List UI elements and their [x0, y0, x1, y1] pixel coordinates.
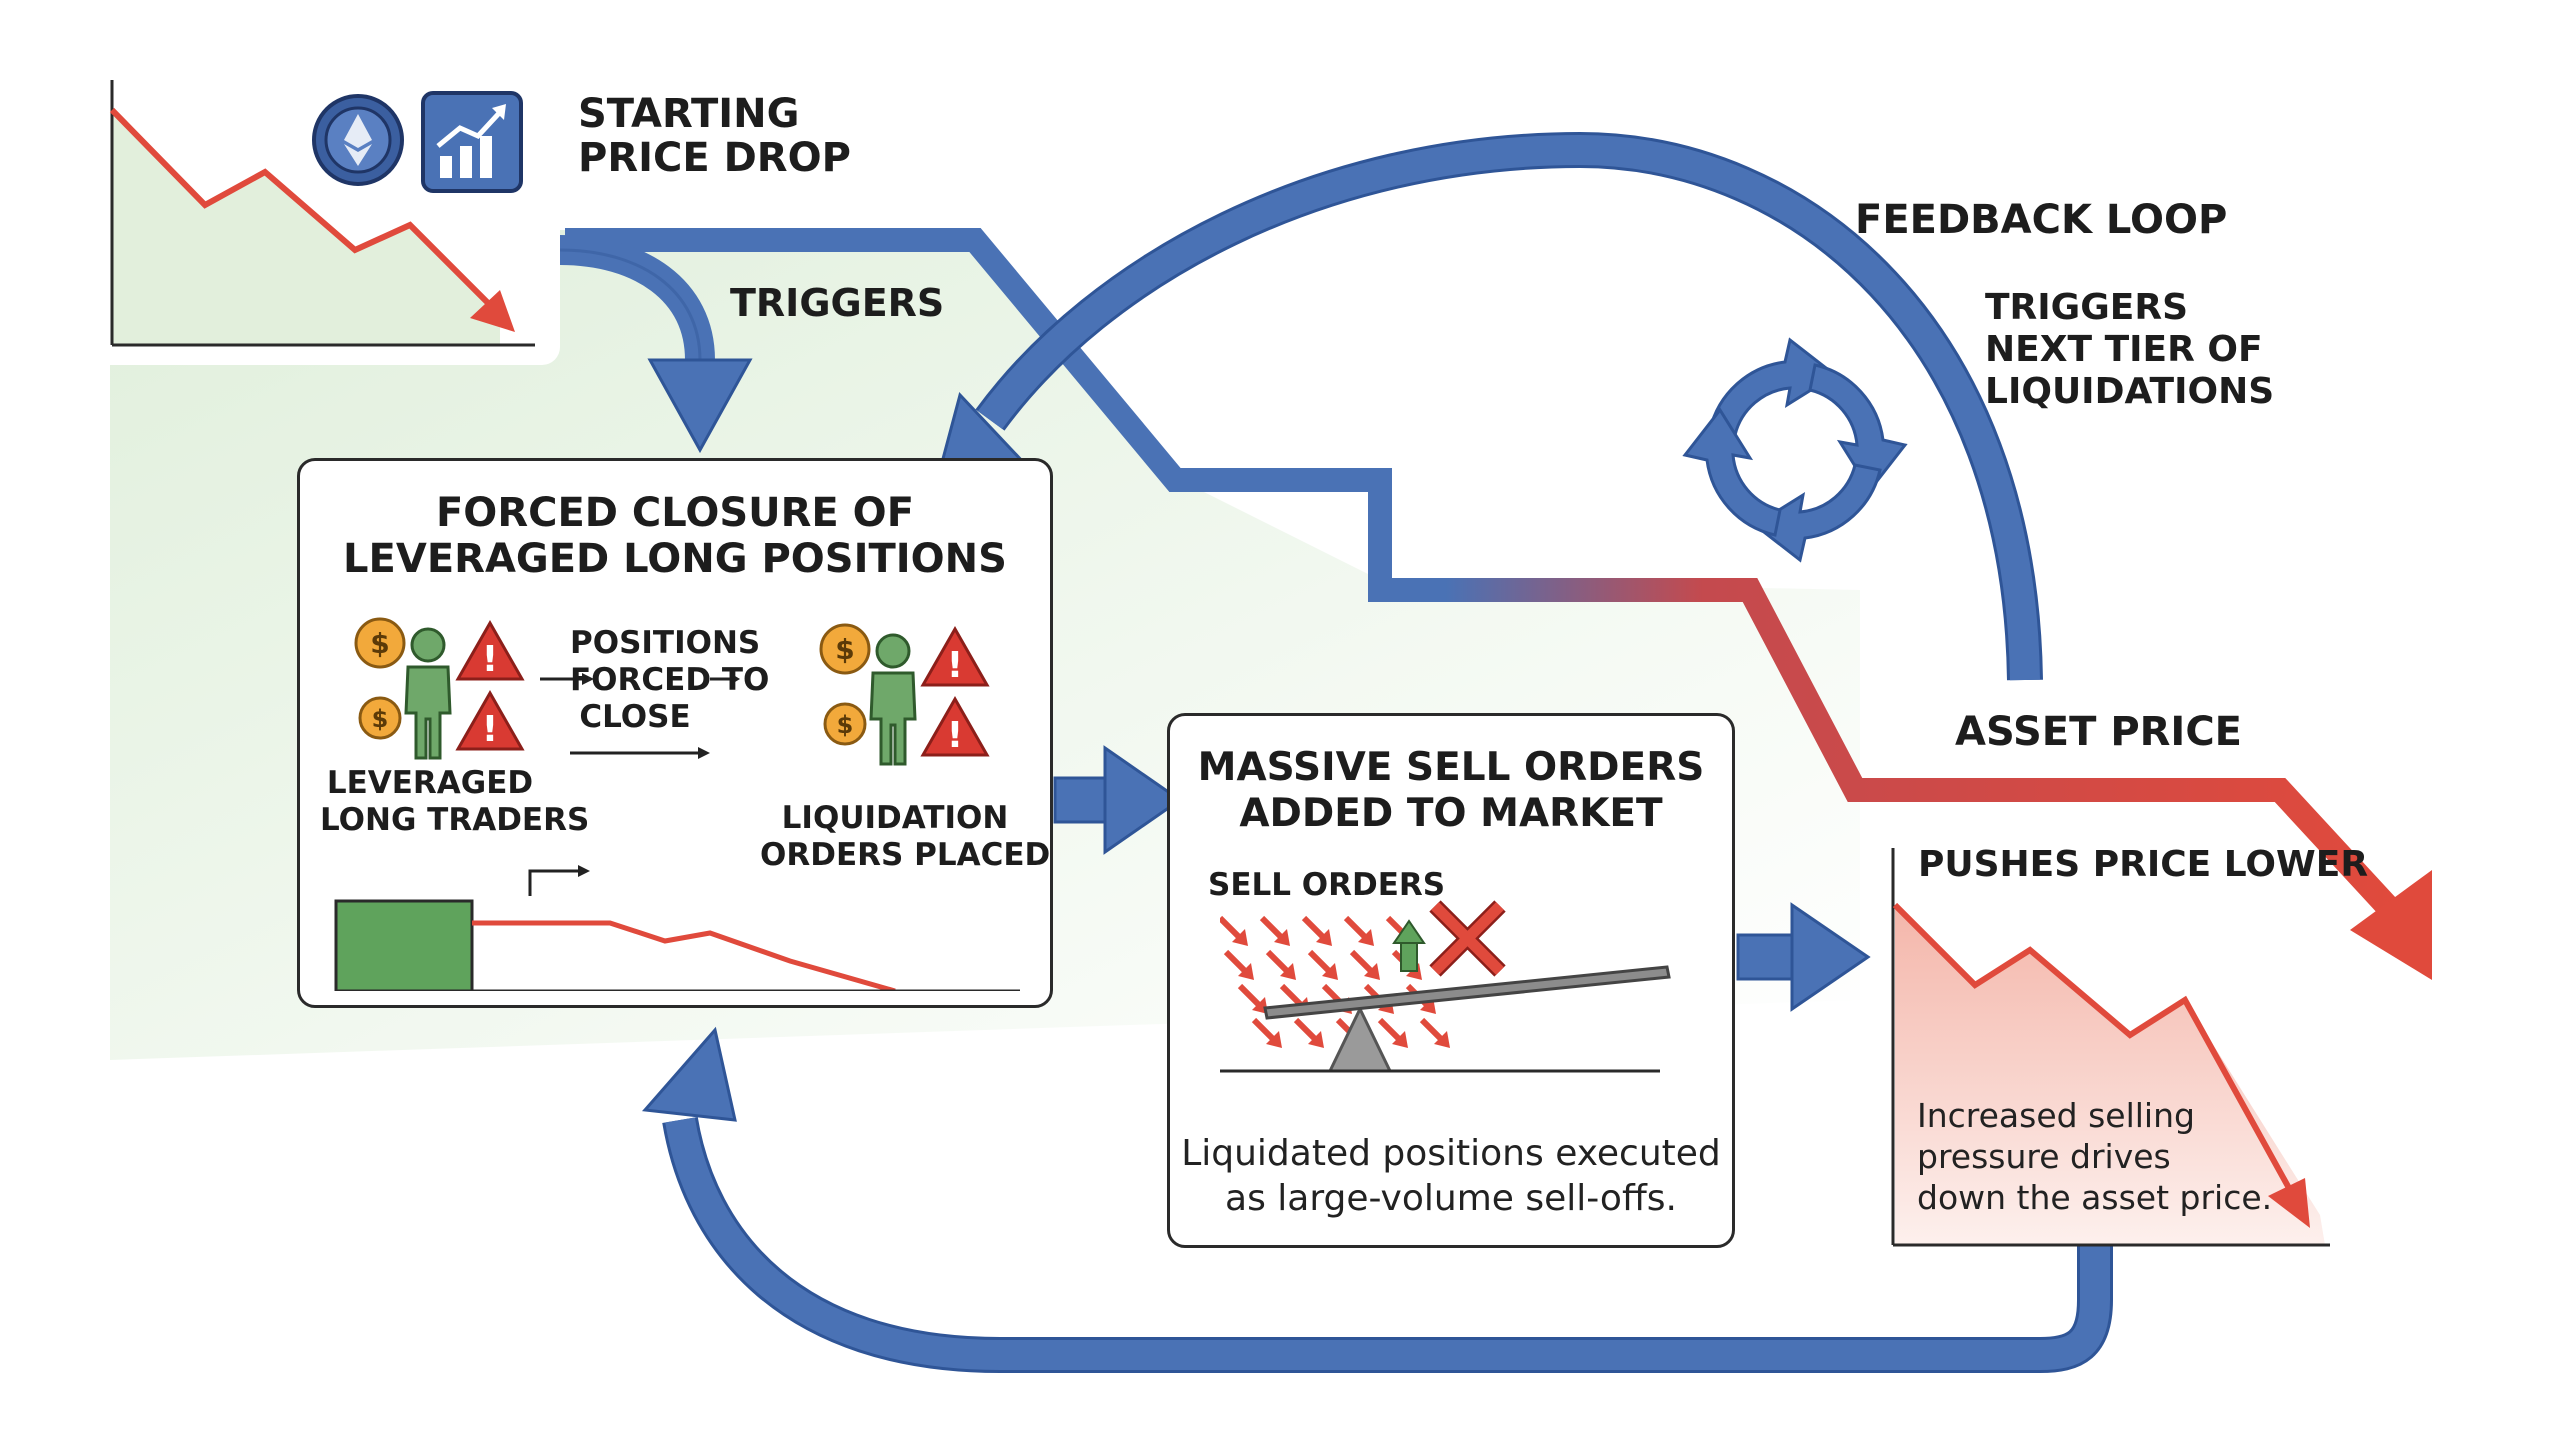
pushes-text-line3: down the asset price. [1917, 1178, 2273, 1217]
feedback-line2: NEXT TIER OF [1985, 329, 2263, 370]
pushes-text-line2: pressure drives [1917, 1137, 2171, 1176]
asset-price-arrowhead [2350, 870, 2432, 980]
cycle-icon [1682, 337, 1908, 563]
sell-arrow-icon [1419, 1017, 1450, 1048]
pushes-text-line1: Increased selling [1917, 1096, 2195, 1135]
svg-text:$: $ [835, 633, 854, 666]
sell-caption-line1: Liquidated positions executed [1181, 1133, 1721, 1174]
sell-arrow-icon [1307, 949, 1338, 980]
asset-price-line [565, 228, 2409, 929]
sell-arrow-icon [1377, 1017, 1408, 1048]
leveraged-traders-line1: LEVERAGED [326, 765, 534, 801]
sell-orders-label: SELL ORDERS [1208, 867, 1446, 903]
sell-arrow-icon [1343, 915, 1374, 946]
analytics-icon [421, 91, 523, 193]
sell-arrow-icon [1349, 949, 1380, 980]
svg-text:$: $ [372, 705, 389, 733]
svg-text:!: ! [947, 645, 963, 686]
forced-closure-title-line2: LEVERAGED LONG POSITIONS [343, 536, 1007, 582]
sell-box-title-line2: ADDED TO MARKET [1239, 791, 1663, 836]
feedback-line3: LIQUIDATIONS [1985, 371, 2275, 412]
sell-arrow-icon [1293, 1017, 1324, 1048]
sell-arrow-icon [1265, 949, 1296, 980]
feedback-line1: TRIGGERS [1985, 287, 2189, 328]
crypto-coin-icon [312, 94, 404, 186]
triggers-label: TRIGGERS [730, 281, 945, 325]
svg-text:$: $ [370, 627, 389, 660]
liquidation-orders-chart [334, 865, 1020, 991]
svg-text:!: ! [482, 709, 498, 750]
sell-caption-line2: as large-volume sell-offs. [1225, 1178, 1677, 1219]
asset-price-label: ASSET PRICE [1955, 709, 2242, 755]
starting-price-title-line2: PRICE DROP [578, 135, 851, 181]
liquidation-orders-line1: LIQUIDATION [781, 800, 1009, 836]
sell-arrow-icon [1251, 1017, 1282, 1048]
triggers-arrow [559, 235, 715, 361]
sell-arrow-icon [1259, 915, 1290, 946]
sell-orders-box: MASSIVE SELL ORDERS ADDED TO MARKET SELL… [1167, 713, 1735, 1248]
pushes-price-chart [1891, 848, 2330, 1247]
svg-text:!: ! [482, 639, 498, 680]
positions-forced-line1: POSITIONS [570, 625, 761, 661]
sell-order-arrows [1220, 915, 1450, 1048]
positions-arrows [540, 673, 740, 759]
sell-box-title-line1: MASSIVE SELL ORDERS [1197, 745, 1705, 790]
forced-closure-box: FORCED CLOSURE OF LEVERAGED LONG POSITIO… [297, 458, 1053, 1008]
market-scale [1220, 900, 1671, 1073]
arrow-to-price-box [1736, 902, 1871, 1012]
sell-arrow-icon [1223, 949, 1254, 980]
liquidation-orders-line2: ORDERS PLACED [760, 837, 1051, 873]
arrow-to-sell-box [1053, 745, 1183, 855]
forced-closure-title-line1: FORCED CLOSURE OF [435, 490, 915, 536]
starting-price-chart [109, 80, 535, 347]
feedback-loop-title: FEEDBACK LOOP [1855, 197, 2228, 243]
traders-group-left: $ $ ! ! [354, 617, 525, 760]
traders-group-right: $ $ ! ! [819, 623, 990, 766]
pushes-price-title: PUSHES PRICE LOWER [1918, 844, 2369, 885]
sell-arrow-icon [1220, 915, 1248, 946]
svg-text:!: ! [947, 715, 963, 756]
svg-text:$: $ [837, 711, 854, 739]
positions-forced-line3: CLOSE [579, 699, 691, 735]
sell-arrow-icon [1301, 915, 1332, 946]
positions-forced-line2: FORCED TO [570, 662, 770, 698]
starting-price-title-line1: STARTING [578, 91, 800, 137]
